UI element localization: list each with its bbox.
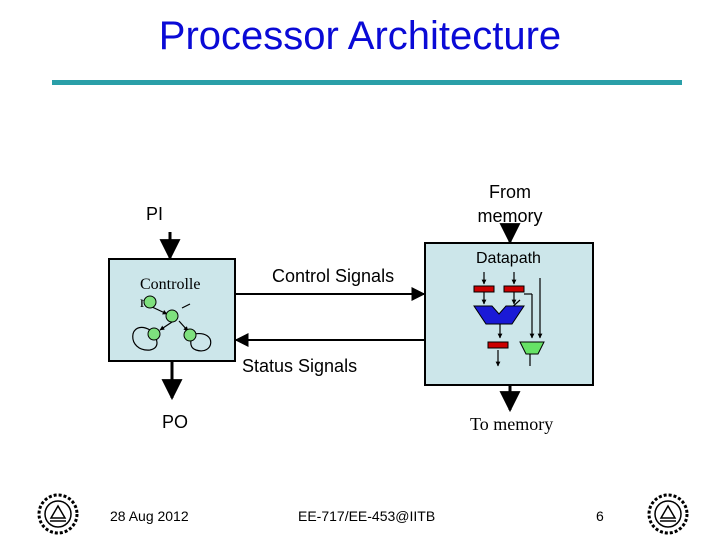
fsm-state-4 bbox=[183, 328, 197, 342]
register-a bbox=[473, 285, 495, 293]
to-memory-label: To memory bbox=[470, 414, 554, 434]
register-c bbox=[487, 341, 509, 349]
register-b bbox=[503, 285, 525, 293]
control-signals-label: Control Signals bbox=[272, 266, 395, 286]
footer-page-number: 6 bbox=[596, 508, 604, 524]
controller-label: Controlle r bbox=[140, 276, 201, 311]
footer-date: 28 Aug 2012 bbox=[110, 508, 189, 524]
alu-block bbox=[473, 305, 525, 325]
fsm-state-2 bbox=[165, 309, 179, 323]
from-memory-label: From memory bbox=[477, 182, 543, 226]
fsm-state-1 bbox=[143, 295, 157, 309]
slide-title: Processor Architecture bbox=[158, 14, 562, 58]
title-underline bbox=[52, 80, 682, 85]
status-signals-label: Status Signals bbox=[242, 356, 358, 376]
mux-block bbox=[519, 341, 545, 355]
fsm-state-3 bbox=[147, 327, 161, 341]
footer-course: EE-717/EE-453@IITB bbox=[298, 508, 436, 524]
iitb-logo-left-icon bbox=[36, 492, 80, 536]
po-label: PO bbox=[162, 412, 189, 432]
pi-label: PI bbox=[146, 204, 164, 224]
iitb-logo-right-icon bbox=[646, 492, 690, 536]
datapath-label: Datapath bbox=[476, 250, 541, 267]
